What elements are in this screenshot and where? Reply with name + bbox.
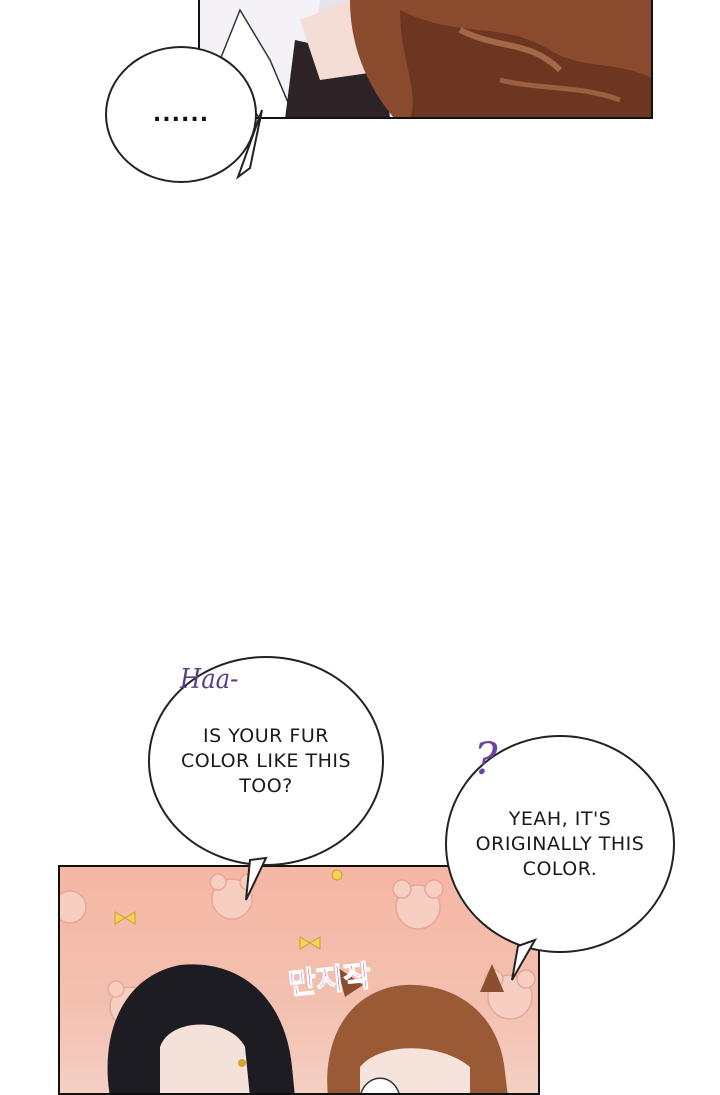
sfx-haa: Haa- [180,664,239,695]
bottom-panel-art [60,869,536,1093]
top-comic-panel [198,0,653,119]
sfx-korean-touch: 만지작 [286,958,373,1003]
sfx-question-mark: ? [474,734,498,785]
speech-bubble-question: IS YOUR FUR COLOR LIKE THIS TOO? [148,656,384,866]
speech-bubble-answer: YEAH, IT'S ORIGINALLY THIS COLOR. [445,735,675,953]
speech-bubble-ellipsis: ...... [105,46,257,183]
ellipsis-text: ...... [152,102,210,127]
answer-text: YEAH, IT'S ORIGINALLY THIS COLOR. [475,807,645,880]
bottom-comic-panel [58,865,540,1095]
question-text: IS YOUR FUR COLOR LIKE THIS TOO? [180,724,352,797]
top-panel-art [200,0,651,117]
